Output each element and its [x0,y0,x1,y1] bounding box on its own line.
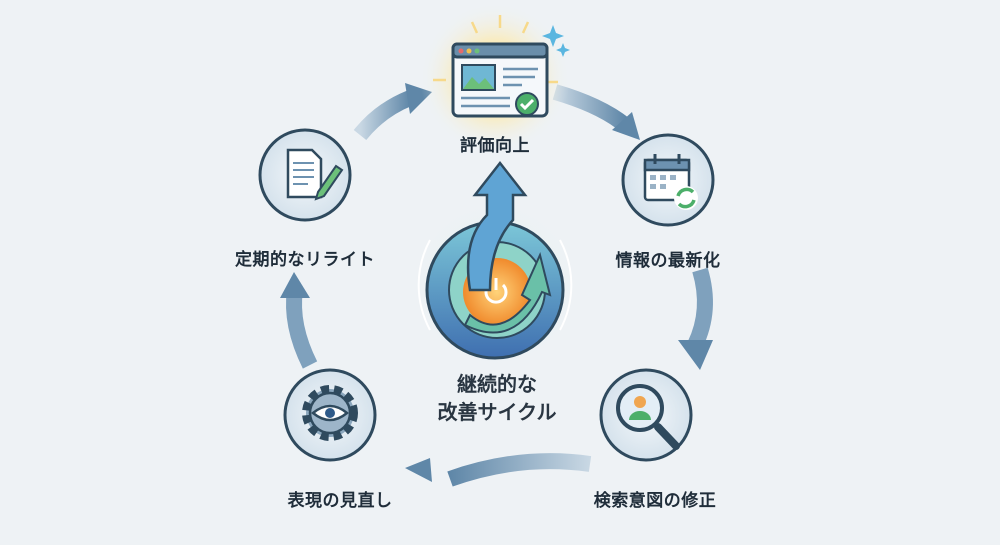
arrowhead [280,272,310,298]
center-title-line1: 継続的な [457,372,537,396]
arrowhead [678,340,713,370]
gear-eye-icon [302,385,358,441]
magnifier-user-icon [616,384,680,450]
node-rewrite [258,128,352,222]
arrow-expression-to-rewrite [286,288,318,369]
arrow-intent-to-expression [447,453,592,487]
step-label-expression: 表現の見直し [287,491,393,511]
node-update [621,133,715,227]
center-cycle-icon [403,160,587,377]
loop-arrow [463,251,552,334]
node-rating [420,3,570,153]
center-title: 継続的な 改善サイクル [438,370,557,426]
arrowhead [405,458,432,482]
arrowhead [612,112,640,140]
up-arrow [466,160,528,292]
sparkle-icon [542,25,564,47]
document-pencil-icon [286,148,344,201]
step-label-intent: 検索意図の修正 [593,491,717,511]
step-label-rewrite: 定期的なリライト [235,250,375,270]
calendar-refresh-icon [643,154,698,210]
step-label-rating: 評価向上 [460,136,530,156]
browser-check-icon [451,42,549,118]
node-intent [599,368,693,462]
node-expression [283,368,377,462]
step-label-update: 情報の最新化 [615,251,721,271]
center-title-line2: 改善サイクル [437,400,557,424]
arrow-rewrite-to-rating [353,90,414,141]
arrow-update-to-intent [687,267,713,349]
sparkle-icon [556,43,570,57]
